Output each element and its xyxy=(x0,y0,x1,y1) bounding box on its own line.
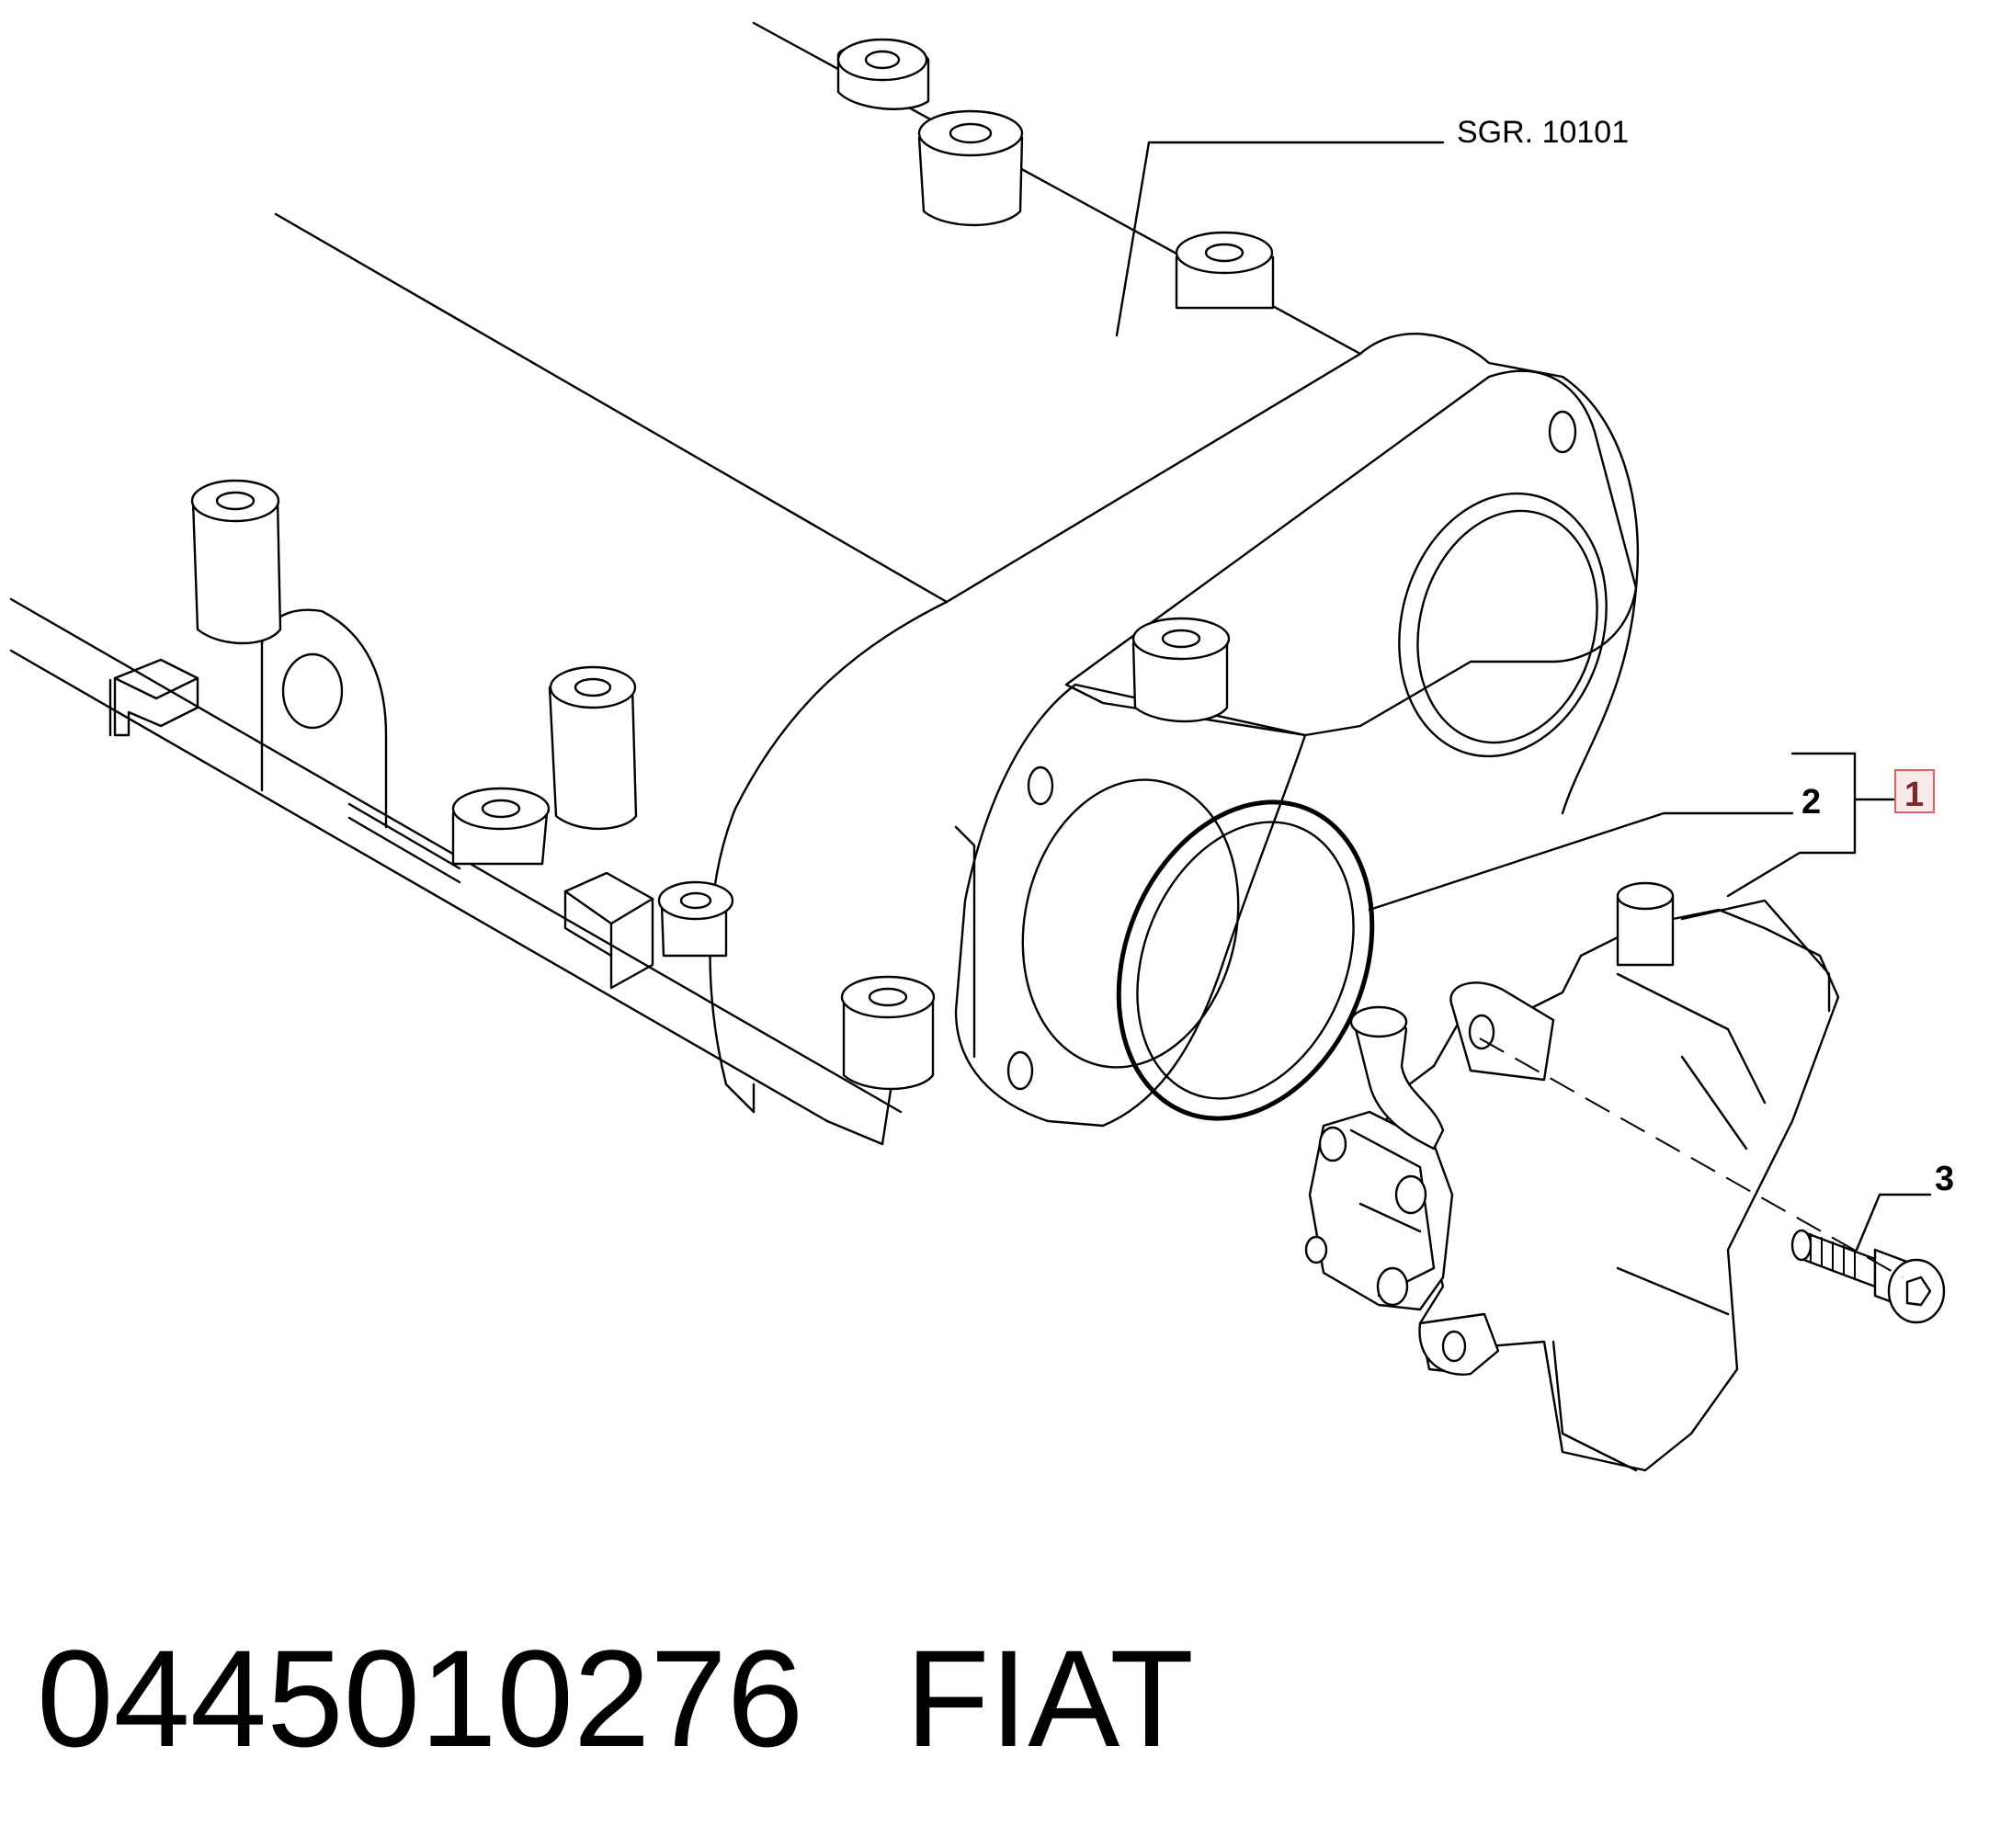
assembly-axis-line xyxy=(1479,1037,1904,1278)
callout-1: 1 xyxy=(1904,776,1924,814)
reference-label: SGR. 10101 xyxy=(1457,115,1629,150)
mounting-bolt xyxy=(1790,1229,1946,1324)
callout-3: 3 xyxy=(1935,1160,1954,1198)
callout-1-box[interactable]: 1 xyxy=(1894,769,1935,814)
brand-name: FIAT xyxy=(905,1621,1194,1775)
leader-lines xyxy=(1115,141,1932,1252)
high-pressure-pump xyxy=(1304,881,1840,1472)
manifold-housing xyxy=(9,21,1640,1146)
part-number: 0445010276 xyxy=(37,1621,803,1775)
stud-bosses xyxy=(190,38,1275,1091)
o-ring-seal xyxy=(1116,799,1375,1121)
callout-2: 2 xyxy=(1801,783,1821,822)
